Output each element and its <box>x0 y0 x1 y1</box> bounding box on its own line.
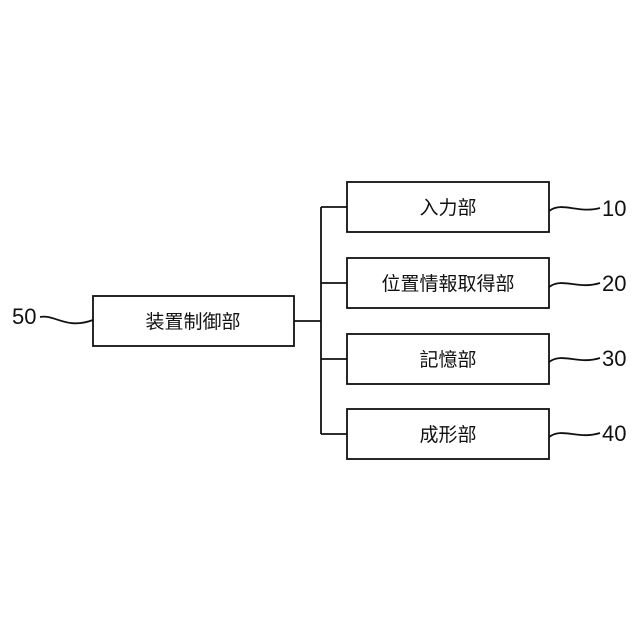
unit-label-position-acquisition: 位置情報取得部 <box>381 273 514 295</box>
leader-line-40 <box>549 433 600 437</box>
leader-line-20 <box>549 283 600 287</box>
controller-label: 装置制御部 <box>145 311 240 333</box>
ref-numeral-20: 20 <box>602 271 626 296</box>
unit-label-storage: 記憶部 <box>419 349 476 371</box>
unit-label-forming: 成形部 <box>419 424 476 446</box>
ref-numeral-30: 30 <box>602 346 626 371</box>
leader-line-50 <box>40 317 93 324</box>
ref-numeral-10: 10 <box>602 196 626 221</box>
leader-line-30 <box>549 358 600 362</box>
unit-label-input: 入力部 <box>419 197 476 219</box>
leader-line-10 <box>549 207 600 211</box>
ref-numeral-50: 50 <box>12 304 36 329</box>
ref-numeral-40: 40 <box>602 421 626 446</box>
